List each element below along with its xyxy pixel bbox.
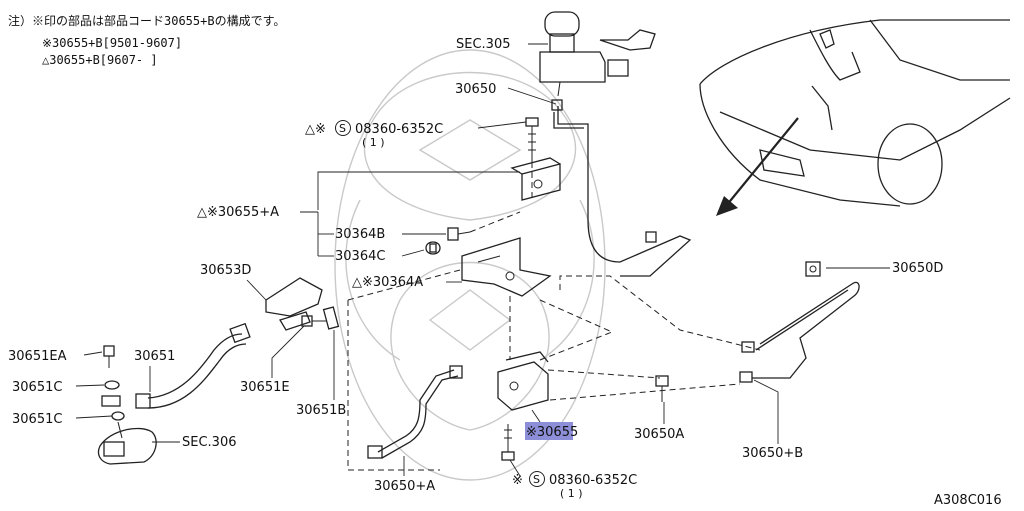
washer-30651c-upper[interactable]	[101, 380, 121, 407]
label-30651c-lower[interactable]: 30651C	[12, 412, 62, 427]
circle-s-icon-bottom	[529, 471, 545, 487]
label-bolt-bottom-prefix: ※	[512, 473, 523, 488]
label-30651e[interactable]: 30651E	[240, 380, 290, 395]
connector-30655[interactable]	[497, 351, 549, 411]
assembly-dashed-lines	[347, 162, 761, 471]
circle-s-letter-bottom: S	[533, 473, 540, 486]
label-30655-a[interactable]: △※30655+A	[197, 205, 279, 220]
label-sec305[interactable]: SEC.305	[456, 37, 511, 52]
label-bolt-top-code[interactable]: 08360-6352C	[355, 122, 443, 137]
label-30651ea[interactable]: 30651EA	[8, 349, 67, 364]
bracket-30653d[interactable]	[265, 277, 340, 331]
label-30655-highlighted[interactable]: ※30655	[526, 425, 578, 440]
washer-30651c-lower[interactable]	[111, 411, 125, 421]
pipe-30650[interactable]	[551, 99, 692, 277]
bleed-screw-30651ea[interactable]	[103, 345, 115, 368]
highlight-box	[525, 422, 573, 440]
label-30650-a-plus[interactable]: 30650+A	[374, 479, 435, 494]
clip-30364c[interactable]	[425, 241, 441, 255]
bolt-30650a[interactable]	[655, 375, 669, 402]
label-sec306[interactable]: SEC.306	[182, 435, 237, 450]
label-30364a[interactable]: △※30364A	[352, 275, 423, 290]
diagram-code: A308C016	[934, 493, 1002, 508]
arrow-icon	[716, 117, 799, 216]
label-bolt-top-prefix: △※	[305, 122, 326, 137]
operating-cylinder-sec306[interactable]	[97, 421, 157, 465]
note-line-1: 注）※印の部品は部品コード30655+Bの構成です。	[8, 13, 285, 28]
fitting-30650d[interactable]	[805, 261, 821, 277]
label-bolt-bottom-code[interactable]: 08360-6352C	[549, 473, 637, 488]
label-30651[interactable]: 30651	[134, 349, 175, 364]
label-30650a[interactable]: 30650A	[634, 427, 684, 442]
bolt-bottom[interactable]	[501, 424, 515, 461]
note-line-3: △30655+B[9607- ]	[42, 53, 158, 67]
label-bolt-bottom-qty: ( 1 )	[560, 487, 583, 500]
pipe-30650-a[interactable]	[367, 365, 463, 459]
connector-30655-a[interactable]	[510, 157, 561, 201]
label-30651b[interactable]: 30651B	[296, 403, 346, 418]
hose-30651[interactable]	[135, 322, 251, 409]
circle-s-icon	[335, 120, 351, 136]
circle-s-letter: S	[339, 122, 346, 135]
watermark-emblem	[334, 49, 606, 481]
label-30650-b[interactable]: 30650+B	[742, 446, 803, 461]
label-30650[interactable]: 30650	[455, 82, 496, 97]
label-bolt-top-qty: ( 1 )	[362, 136, 385, 149]
label-30650d[interactable]: 30650D	[892, 261, 943, 276]
label-30364c[interactable]: 30364C	[335, 249, 385, 264]
bolt-top[interactable]	[525, 117, 539, 162]
note-line-2: ※30655+B[9501-9607]	[42, 36, 182, 50]
label-30364b[interactable]: 30364B	[335, 227, 385, 242]
pipe-30650-b[interactable]	[739, 281, 860, 383]
bracket-30364a[interactable]	[461, 237, 552, 297]
label-30651c-upper[interactable]: 30651C	[12, 380, 62, 395]
fitting-30364b[interactable]	[447, 227, 471, 241]
label-30653d[interactable]: 30653D	[200, 263, 251, 278]
bolt-30651e[interactable]	[301, 315, 326, 327]
master-cylinder-sec305[interactable]	[539, 11, 656, 97]
car-illustration	[699, 19, 1011, 207]
